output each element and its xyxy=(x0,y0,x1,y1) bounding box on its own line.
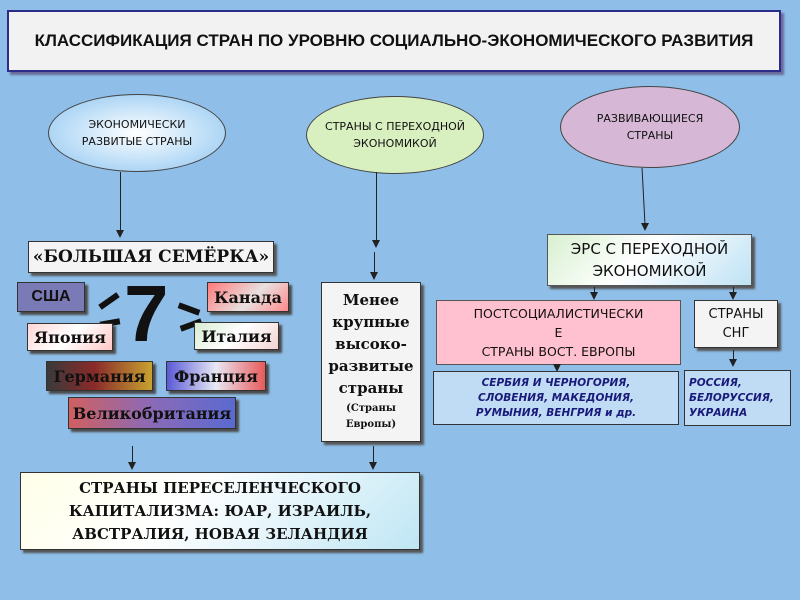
country-france: Франция xyxy=(166,361,266,391)
cis-examples: РОССИЯ, БЕЛОРУССИЯ, УКРАИНА xyxy=(684,370,791,426)
connector-line xyxy=(132,446,133,464)
country-japan: Япония xyxy=(27,323,113,351)
country-italy: Италия xyxy=(194,322,279,350)
category-developing: РАЗВИВАЮЩИЕСЯ СТРАНЫ xyxy=(560,86,740,168)
cis-box: СТРАНЫ СНГ xyxy=(694,300,778,348)
connector-line xyxy=(594,287,595,293)
connector-line xyxy=(373,446,374,464)
connector-line xyxy=(120,172,121,232)
connector-line xyxy=(376,172,377,242)
post-socialist-box: ПОСТСОЦИАЛИСТИЧЕСКИ Е СТРАНЫ ВОСТ. ЕВРОП… xyxy=(436,300,681,365)
connector-line xyxy=(733,287,734,293)
country-uk: Великобритания xyxy=(68,397,236,429)
page-title: КЛАССИФИКАЦИЯ СТРАН ПО УРОВНЮ СОЦИАЛЬНО-… xyxy=(7,10,781,72)
connector-line xyxy=(374,252,375,274)
settler-capitalism-box: СТРАНЫ ПЕРЕСЕЛЕНЧЕСКОГО КАПИТАЛИЗМА: ЮАР… xyxy=(20,472,420,550)
g7-label: «БОЛЬШАЯ СЕМЁРКА» xyxy=(28,241,274,273)
country-usa: США xyxy=(17,282,85,312)
smaller-developed-box: Менее крупные высоко- развитые страны (С… xyxy=(321,282,421,442)
arrow-head xyxy=(370,272,378,280)
arrow-head xyxy=(729,359,737,367)
arrow-head xyxy=(372,240,380,248)
arrow-head xyxy=(729,292,737,300)
category-transition: СТРАНЫ С ПЕРЕХОДНОЙ ЭКОНОМИКОЙ xyxy=(306,96,484,174)
arrow-head xyxy=(553,364,561,372)
arrow-head xyxy=(369,462,377,470)
post-socialist-examples: СЕРБИЯ И ЧЕРНОГОРИЯ, СЛОВЕНИЯ, МАКЕДОНИЯ… xyxy=(433,371,679,425)
arrow-head xyxy=(128,462,136,470)
g7-number: 7 xyxy=(124,269,169,358)
country-germany: Германия xyxy=(46,361,153,391)
decor-dash xyxy=(98,292,120,310)
arrow-head xyxy=(641,223,649,231)
category-developed: ЭКОНОМИЧЕСКИ РАЗВИТЫЕ СТРАНЫ xyxy=(48,94,226,172)
country-canada: Канада xyxy=(207,282,289,312)
ers-transition-box: ЭРС С ПЕРЕХОДНОЙ ЭКОНОМИКОЙ xyxy=(547,234,752,286)
arrow-head xyxy=(590,292,598,300)
connector-line xyxy=(641,168,646,224)
smaller-developed-note: (Страны Европы) xyxy=(345,403,397,430)
connector-line xyxy=(733,350,734,360)
arrow-head xyxy=(116,230,124,238)
decor-dash xyxy=(177,302,201,316)
smaller-developed-text: Менее крупные высоко- развитые страны xyxy=(328,291,414,397)
